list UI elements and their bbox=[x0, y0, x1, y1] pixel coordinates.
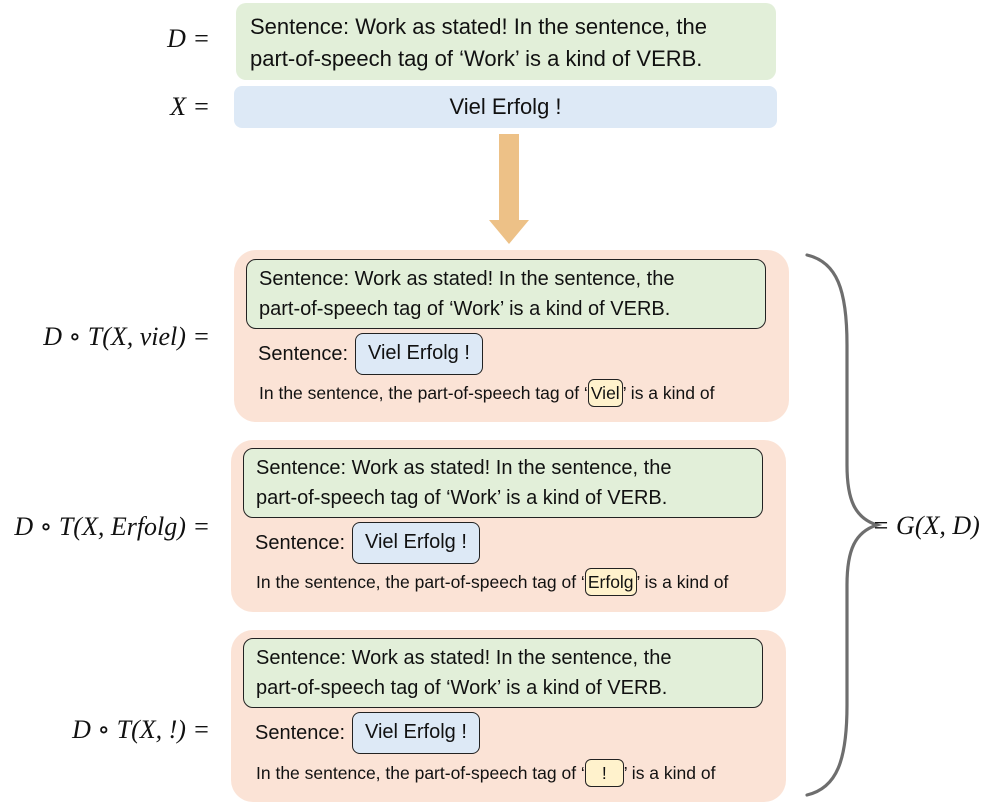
block-3-demo-line-2: part-of-speech tag of ‘Work’ is a kind o… bbox=[256, 677, 668, 699]
block-1-sentence-box: Viel Erfolg ! bbox=[355, 333, 483, 375]
demonstration-box: Sentence: Work as stated! In the sentenc… bbox=[236, 3, 776, 80]
block-1-demo-line-1: Sentence: Work as stated! In the sentenc… bbox=[259, 268, 675, 290]
x-label: X = bbox=[170, 92, 210, 121]
result-label: = G(X, D) bbox=[872, 511, 980, 540]
block-2-sentence-prefix: Sentence: bbox=[255, 532, 346, 554]
block-2-query-before: In the sentence, the part-of-speech tag … bbox=[256, 572, 585, 592]
block-1-demo-line-2: part-of-speech tag of ‘Work’ is a kind o… bbox=[259, 298, 671, 320]
block-1-label: D ∘ T(X, viel) = bbox=[43, 322, 210, 351]
block-3-token: ! bbox=[584, 759, 624, 787]
block-3-label: D ∘ T(X, !) = bbox=[72, 715, 210, 744]
block-3-sentence-prefix: Sentence: bbox=[255, 722, 346, 744]
block-2-token: Erfolg bbox=[584, 568, 637, 596]
prompt-block-2: Sentence: Work as stated! In the sentenc… bbox=[231, 440, 786, 612]
input-sentence-box: Viel Erfolg ! bbox=[234, 86, 777, 128]
block-1-query-after: ’ is a kind of bbox=[622, 383, 715, 403]
block-1-sentence: Viel Erfolg ! bbox=[368, 342, 470, 364]
block-2-demonstration: Sentence: Work as stated! In the sentenc… bbox=[243, 448, 763, 518]
block-2-sentence: Viel Erfolg ! bbox=[365, 531, 467, 553]
block-3-query-after: ’ is a kind of bbox=[623, 763, 716, 783]
input-sentence: Viel Erfolg ! bbox=[449, 94, 562, 119]
block-2-sentence-box: Viel Erfolg ! bbox=[352, 522, 480, 564]
block-1-query-before: In the sentence, the part-of-speech tag … bbox=[259, 383, 588, 403]
block-3-demonstration: Sentence: Work as stated! In the sentenc… bbox=[243, 638, 763, 708]
block-3-sentence-box: Viel Erfolg ! bbox=[352, 712, 480, 754]
prompt-block-1: Sentence: Work as stated! In the sentenc… bbox=[234, 250, 789, 422]
down-arrow-icon bbox=[489, 134, 529, 244]
demonstration-line-2: part-of-speech tag of ‘Work’ is a kind o… bbox=[250, 46, 703, 71]
block-2-query: In the sentence, the part-of-speech tag … bbox=[256, 568, 728, 596]
block-2-demo-line-2: part-of-speech tag of ‘Work’ is a kind o… bbox=[256, 487, 668, 509]
block-2-demo-line-1: Sentence: Work as stated! In the sentenc… bbox=[256, 457, 672, 479]
block-1-demonstration: Sentence: Work as stated! In the sentenc… bbox=[246, 259, 766, 329]
block-1-sentence-prefix: Sentence: bbox=[258, 343, 349, 365]
block-3-sentence: Viel Erfolg ! bbox=[365, 721, 467, 743]
block-3-query: In the sentence, the part-of-speech tag … bbox=[256, 759, 715, 787]
block-1-query: In the sentence, the part-of-speech tag … bbox=[259, 379, 714, 407]
demonstration-line-1: Sentence: Work as stated! In the sentenc… bbox=[250, 14, 707, 39]
d-label: D = bbox=[167, 24, 210, 53]
block-2-label: D ∘ T(X, Erfolg) = bbox=[14, 512, 210, 541]
prompt-block-3: Sentence: Work as stated! In the sentenc… bbox=[231, 630, 786, 802]
block-3-query-before: In the sentence, the part-of-speech tag … bbox=[256, 763, 585, 783]
curly-brace-icon bbox=[805, 253, 883, 797]
block-2-query-after: ’ is a kind of bbox=[636, 572, 729, 592]
block-3-demo-line-1: Sentence: Work as stated! In the sentenc… bbox=[256, 647, 672, 669]
block-1-token: Viel bbox=[587, 379, 623, 407]
